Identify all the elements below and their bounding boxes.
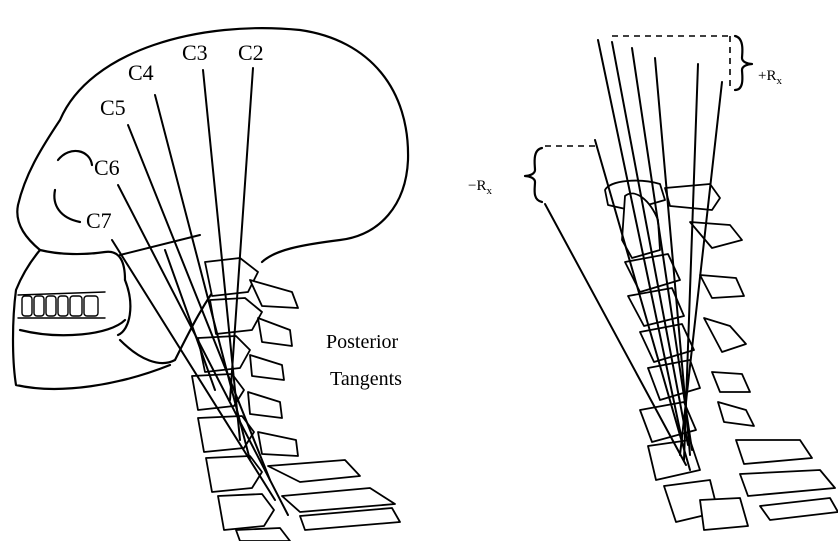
positive-rotation-label: +Rx <box>758 68 782 87</box>
label-c2: C2 <box>238 40 264 65</box>
label-c4: C4 <box>128 60 154 85</box>
annotation-tangents: Tangents <box>330 368 402 390</box>
label-c5: C5 <box>100 95 126 120</box>
positive-rotation-dashes <box>612 36 730 88</box>
face-line <box>40 250 125 280</box>
label-c7: C7 <box>86 208 112 233</box>
left-panel: C2 C3 C4 C5 C6 C7 Posterior Tangents <box>13 28 408 541</box>
positive-rotation-brace <box>735 36 752 90</box>
teeth <box>18 292 105 318</box>
label-c3: C3 <box>182 40 208 65</box>
tangent-line-c6 <box>118 185 288 515</box>
right-vertebrae <box>605 181 838 530</box>
negative-rotation-label: −Rx <box>468 178 492 197</box>
negative-rotation-brace <box>525 148 542 202</box>
right-panel: +Rx −Rx <box>468 36 838 530</box>
annotation-posterior: Posterior <box>326 331 399 353</box>
label-c6: C6 <box>94 155 120 180</box>
left-vertebrae <box>192 258 400 541</box>
